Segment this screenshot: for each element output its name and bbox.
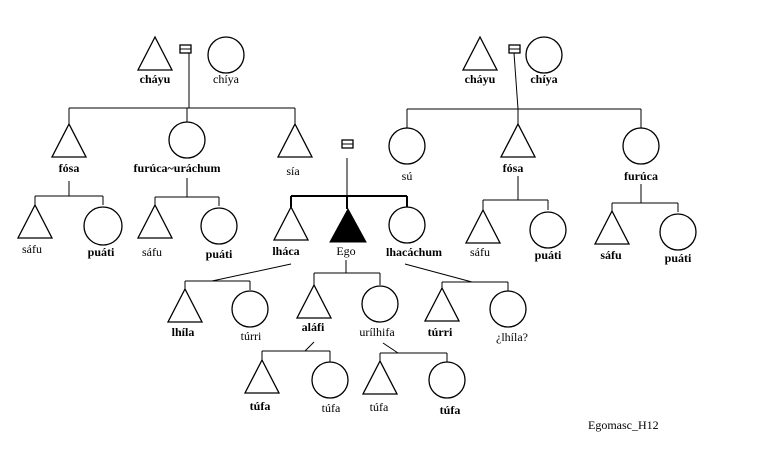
son-grandson-label: túfa (250, 399, 271, 413)
left-parent-triangle (276, 122, 314, 158)
right-parent-circle (388, 127, 426, 165)
children-connectors (184, 260, 509, 291)
left-uncle-label: fósa (59, 161, 80, 175)
right-cousin-a-male-triangle (464, 208, 502, 244)
right-gen1: sú fósa furúca (388, 122, 660, 183)
right-cousin-a-male-label: sáfu (470, 245, 490, 259)
left-grandmother-circle (207, 36, 245, 74)
left-gen1: fósa furúca~uráchum sía (50, 121, 314, 178)
right-uncle-triangle (499, 122, 537, 158)
right-grandmother-label: chíya (530, 72, 557, 86)
left-cousin-b-female-circle (200, 207, 238, 245)
right-cousin-b-male-triangle (593, 209, 631, 245)
left-cousin-b-male-label: sáfu (142, 245, 162, 259)
son-grandson-triangle (243, 358, 281, 394)
left-parent-label: sía (286, 164, 300, 178)
left-cousins-connectors (34, 178, 220, 206)
right-cousin-a-female-label: puáti (535, 248, 562, 262)
right-cousins-b: sáfu puáti (593, 209, 697, 265)
sister-circle (388, 206, 426, 244)
left-grandfather-label: cháyu (140, 72, 171, 86)
left-aunt-circle (168, 121, 206, 159)
right-grandmother-circle (525, 36, 563, 74)
brother-son-label: lhíla (172, 325, 195, 339)
brother-triangle (272, 205, 310, 241)
sister-son-triangle (423, 286, 461, 322)
left-aunt-label: furúca~uráchum (134, 161, 221, 175)
right-cousin-b-female-label: puáti (665, 251, 692, 265)
daughter-granddaughter-circle (428, 361, 466, 399)
brother-son-triangle (166, 287, 204, 323)
left-grandparents: cháyu chíya (136, 35, 245, 86)
left-cousins-b: sáfu puáti (136, 203, 238, 261)
right-cousin-a-female-circle (529, 211, 567, 249)
daughter-grandson-label: túfa (370, 400, 389, 414)
right-aunt-circle (622, 127, 660, 165)
left-cousins-a: sáfu puáti (16, 203, 123, 259)
right-cousin-b-male-label: sáfu (600, 248, 622, 262)
ego-label: Ego (336, 244, 355, 258)
grandchildren-connectors (261, 341, 448, 362)
brother-daughter-circle (231, 290, 269, 328)
left-cousin-b-female-label: puáti (206, 247, 233, 261)
brother-daughter-label: túrri (241, 329, 262, 343)
sister-daughter-circle (489, 290, 527, 328)
left-gen1-connectors (68, 53, 296, 124)
right-uncle-label: fósa (503, 161, 524, 175)
ego-son-triangle (295, 283, 333, 319)
left-uncle-triangle (50, 122, 88, 158)
diagram-caption: Egomasc_H12 (588, 418, 659, 432)
sister-children: túrri ¿lhíla? (423, 286, 528, 344)
left-cousin-a-female-circle (83, 206, 123, 246)
sister-son-label: túrri (428, 325, 453, 339)
sister-label: lhacáchum (386, 245, 442, 259)
ego-triangle (329, 207, 367, 243)
ego-daughter-circle (361, 285, 399, 323)
son-granddaughter-label: túfa (322, 401, 341, 415)
ego-daughter-label: urílhifa (359, 325, 395, 339)
daughter-children: túfa túfa (361, 359, 466, 417)
right-aunt-label: furúca (624, 169, 658, 183)
right-gen1-connectors (406, 52, 642, 128)
right-cousins-a: sáfu puáti (464, 208, 567, 262)
left-cousin-a-female-label: puáti (88, 245, 115, 259)
parents-marriage-sign-group (290, 139, 408, 209)
left-cousin-a-male-label: sáfu (22, 242, 42, 256)
siblings: lháca Ego lhacáchum (272, 205, 442, 259)
daughter-grandson-triangle (361, 359, 399, 395)
right-grandfather-label: cháyu (465, 72, 496, 86)
right-grandparents: cháyu chíya (461, 35, 563, 86)
right-parent-label: sú (402, 169, 413, 183)
ego-children: aláfi urílhifa (295, 283, 399, 339)
daughter-granddaughter-label: túfa (440, 403, 461, 417)
left-grandmother-label: chíya (213, 72, 240, 86)
son-children: túfa túfa (243, 358, 349, 415)
brother-children: lhíla túrri (166, 287, 269, 343)
ego-son-label: aláfi (302, 320, 325, 334)
left-cousin-a-male-triangle (16, 203, 54, 239)
left-grandfather-triangle (136, 35, 174, 71)
right-cousin-b-female-circle (659, 213, 697, 251)
right-grandfather-triangle (461, 35, 499, 71)
right-cousins-connectors (482, 176, 679, 212)
sister-daughter-label: ¿lhíla? (496, 330, 528, 344)
son-granddaughter-circle (311, 361, 349, 399)
brother-label: lháca (272, 244, 299, 258)
left-cousin-b-male-triangle (136, 203, 174, 239)
